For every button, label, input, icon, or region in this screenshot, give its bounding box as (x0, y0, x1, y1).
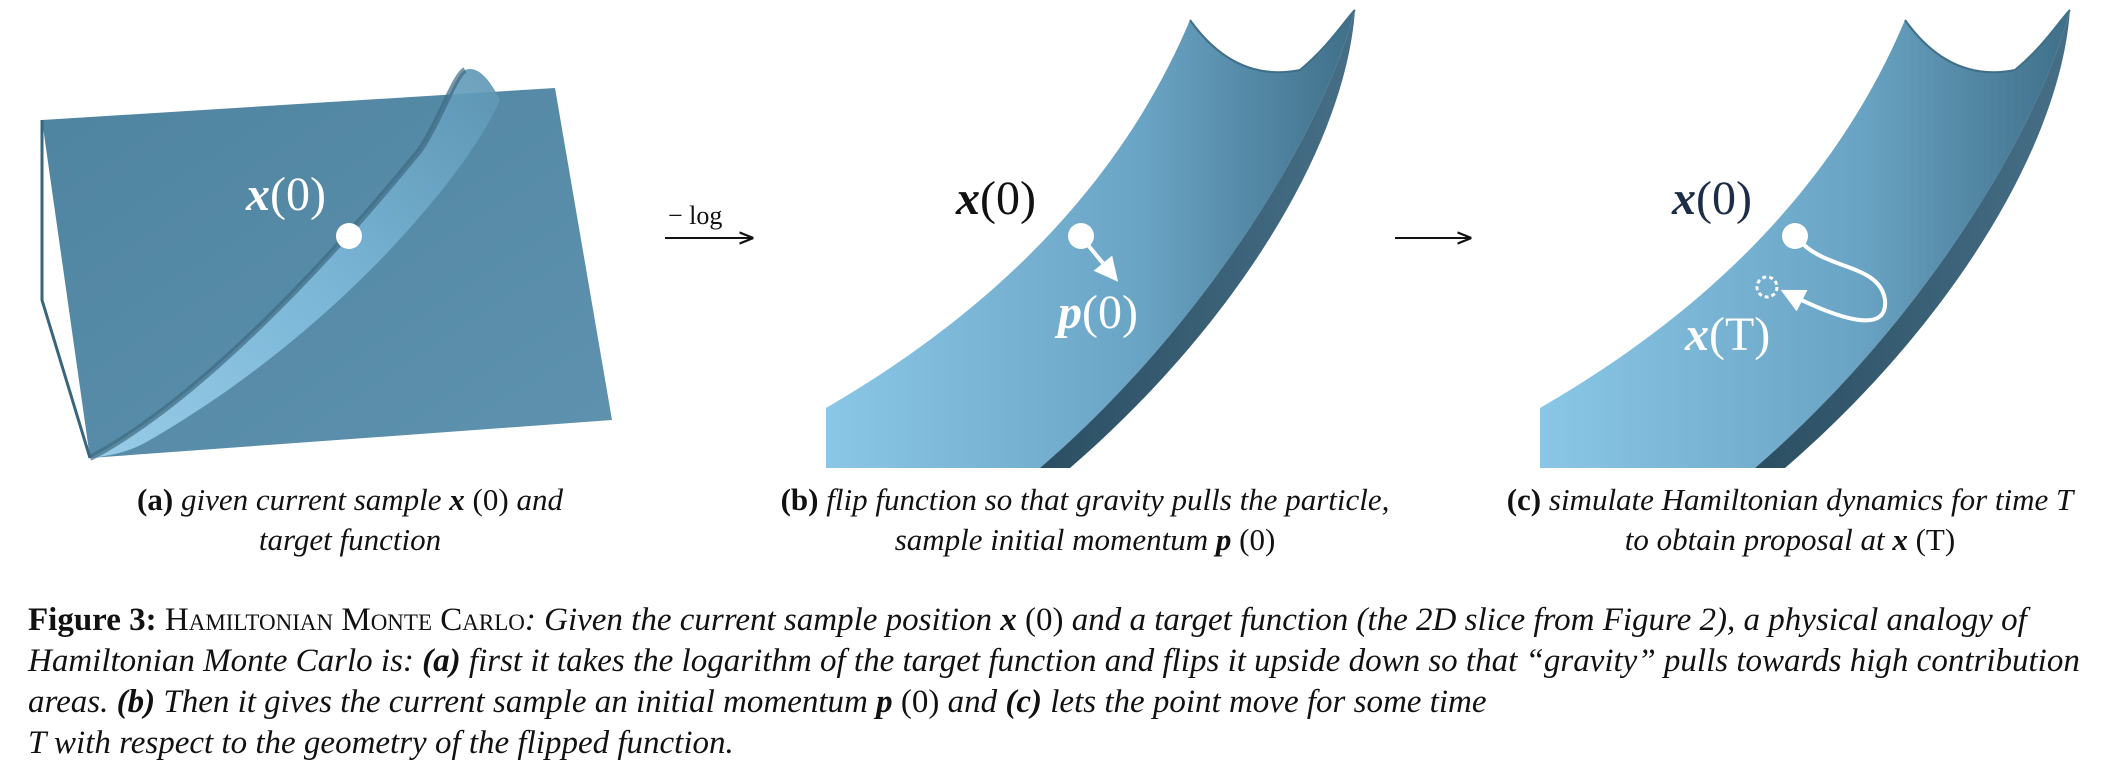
panel-a-surface: x(0) (40, 67, 612, 461)
subcaption-a: (a) given current sample x (0) and targe… (137, 482, 563, 557)
log-arrow: − log (665, 201, 752, 238)
label-x0-a: x(0) (245, 168, 326, 221)
label-xT-c: x(T) (1684, 308, 1770, 361)
label-x0-b: x(0) (955, 172, 1036, 225)
log-label: − log (668, 201, 722, 230)
sample-point-b (1068, 223, 1094, 249)
panel-b-surface: x(0) p(0) (826, 9, 1356, 468)
trajectory-path (1780, 242, 1888, 323)
sample-point-a (336, 223, 362, 249)
label-x0-c: x(0) (1671, 172, 1752, 225)
subcaption-c: (c) simulate Hamiltonian dynamics for ti… (1506, 482, 2074, 557)
figure-illustration: x(0) − log x(0) p(0) x(0) x(T) (40, 9, 2071, 468)
figure-title: Hamiltonian Monte Carlo (164, 602, 525, 638)
proposal-point (1755, 275, 1779, 299)
figure-label: Figure 3: (28, 602, 157, 638)
figure-caption: Figure 3: Hamiltonian Monte Carlo: Given… (28, 602, 2080, 761)
label-p0-b: p(0) (1054, 286, 1138, 339)
panel-c-surface: x(0) x(T) (1540, 9, 2071, 468)
sample-point-c (1782, 223, 1808, 249)
momentum-arrow (1086, 243, 1119, 282)
subcaption-b: (b) flip function so that gravity pulls … (780, 482, 1390, 557)
